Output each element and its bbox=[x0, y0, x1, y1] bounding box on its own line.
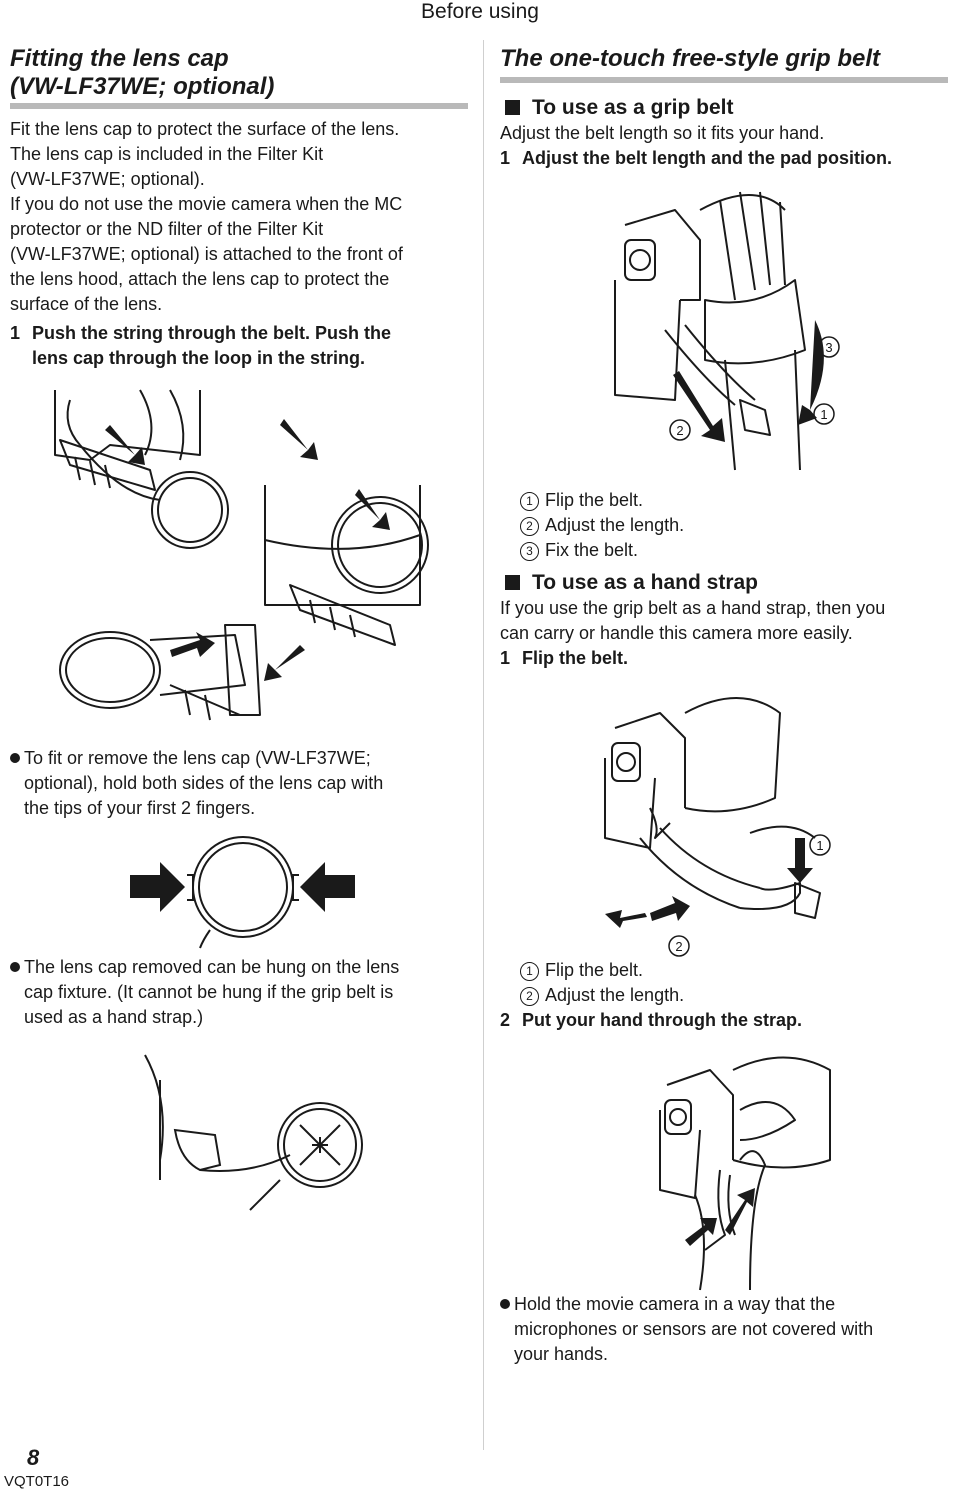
lens-cap-hang-illustration bbox=[144, 1054, 363, 1211]
square-bullet-icon bbox=[505, 575, 520, 590]
grip-intro: Adjust the belt length so it fits your h… bbox=[500, 123, 825, 143]
lens-cap-attach-illustration bbox=[54, 389, 429, 721]
bullet-fit-remove: To fit or remove the lens cap (VW-LF37WE… bbox=[10, 746, 480, 821]
fig1-callout-1: 1 bbox=[820, 407, 827, 422]
lens-cap-hold-illustration bbox=[130, 836, 355, 949]
lens-cap-title: Fitting the lens cap (VW-LF37WE; optiona… bbox=[10, 45, 275, 100]
grip-title-rule bbox=[500, 77, 948, 83]
fig2-callout-2: 2 bbox=[675, 939, 682, 954]
column-divider bbox=[483, 40, 484, 1450]
fig1-callout-3: 3 bbox=[825, 340, 832, 355]
fig2-callout-1: 1 bbox=[816, 838, 823, 853]
fig1-callout-2: 2 bbox=[676, 423, 683, 438]
hand-strap-flip-illustration: 1 2 bbox=[604, 697, 831, 957]
hand-through-strap-illustration bbox=[659, 1056, 831, 1291]
title-rule bbox=[10, 103, 468, 109]
page-header: Before using bbox=[0, 0, 960, 24]
lens-cap-paragraph: Fit the lens cap to protect the surface … bbox=[10, 119, 403, 314]
grip-belt-illustration: 1 2 3 bbox=[614, 191, 840, 471]
page-number: 8 bbox=[27, 1445, 40, 1470]
bullet-hang-cap: The lens cap removed can be hung on the … bbox=[10, 955, 480, 1030]
strap-intro: If you use the grip belt as a hand strap… bbox=[500, 598, 886, 643]
bullet-hold-camera: Hold the movie camera in a way that the … bbox=[500, 1292, 955, 1367]
doc-code: VQT0T16 bbox=[4, 1473, 70, 1490]
grip-heading: To use as a grip belt bbox=[505, 95, 734, 121]
section-label: Before using bbox=[421, 0, 539, 23]
grip-belt-title: The one-touch free-style grip belt bbox=[500, 45, 881, 72]
square-bullet-icon bbox=[505, 100, 520, 115]
strap-heading: To use as a hand strap bbox=[505, 570, 758, 596]
